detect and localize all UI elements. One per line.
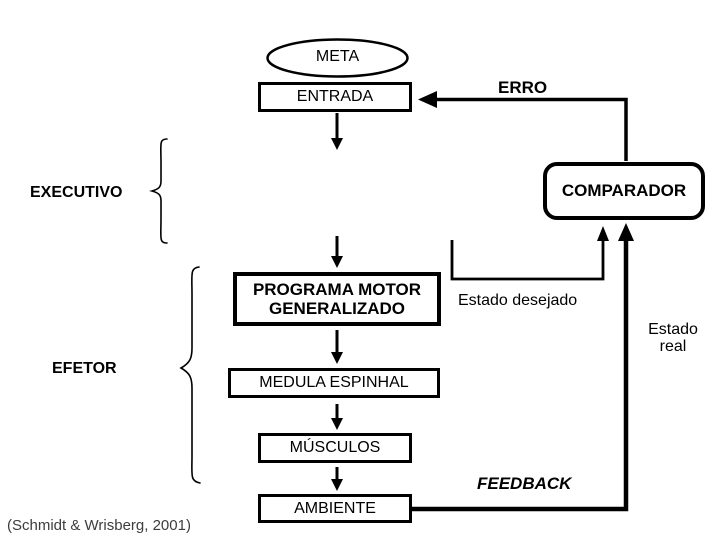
medula-label: MEDULA ESPINHAL — [259, 374, 409, 392]
musculos-ambiente-arrowhead-icon — [331, 479, 343, 491]
erro-connector-line — [424, 97, 628, 161]
ambiente-box: AMBIENTE — [258, 494, 412, 523]
citation: (Schmidt & Wrisberg, 2001) — [7, 517, 191, 534]
entrada-box: ENTRADA — [258, 82, 412, 112]
medula-musculos-arrowhead-icon — [331, 418, 343, 430]
programa-medula-arrowhead-icon — [331, 352, 343, 364]
programa-label-line1: PROGRAMA MOTOR — [252, 280, 422, 299]
meta-ellipse — [266, 38, 409, 78]
feedback-connector-line — [412, 240, 629, 512]
ambiente-label: AMBIENTE — [294, 499, 376, 517]
meta-node-label: META — [315, 48, 360, 65]
efetor-brace — [179, 266, 201, 484]
executivo-label: EXECUTIVO — [30, 184, 123, 201]
estado-desejado-label: Estado desejado — [458, 292, 578, 309]
musculos-box: MÚSCULOS — [258, 433, 412, 463]
programa-label-line2: GENERALIZADO — [268, 299, 405, 318]
entrada-down-arrowhead-icon — [331, 138, 343, 150]
erro-arrowhead-left-icon — [418, 91, 437, 108]
estado-real-line1: Estado — [648, 321, 698, 338]
programa-in-arrowhead-icon — [331, 256, 343, 268]
comparador-box: COMPARADOR — [543, 162, 705, 220]
executivo-brace — [149, 138, 168, 244]
medula-espinhal-box: MEDULA ESPINHAL — [228, 368, 440, 398]
comparador-label: COMPARADOR — [561, 180, 687, 200]
estado-real-line2: real — [659, 338, 687, 355]
estado-desejado-connector-line — [450, 240, 605, 281]
erro-label: ERRO — [498, 78, 548, 97]
programa-motor-box: PROGRAMA MOTOR GENERALIZADO — [233, 272, 441, 326]
musculos-label: MÚSCULOS — [289, 439, 381, 457]
efetor-label: EFETOR — [52, 360, 117, 377]
estado-desejado-arrowhead-icon — [597, 226, 609, 241]
feedback-label: FEEDBACK — [477, 474, 572, 493]
estado-real-label: Estado real — [637, 321, 709, 355]
feedback-arrowhead-icon — [618, 223, 634, 241]
entrada-label: ENTRADA — [296, 88, 374, 106]
